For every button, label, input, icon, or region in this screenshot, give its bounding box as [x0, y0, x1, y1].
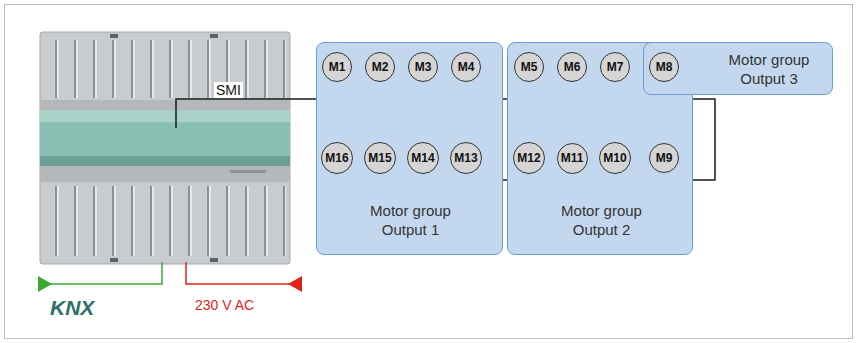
motor-circle: M15 — [364, 142, 396, 174]
motor-circle: M9 — [649, 143, 679, 173]
knx-wire — [48, 262, 162, 284]
motor-circle: M12 — [513, 142, 545, 174]
motor-name: M13 — [454, 151, 477, 165]
motor-circle: M7 — [600, 52, 630, 82]
motor-name: M1 — [329, 60, 346, 74]
motor-name: M8 — [656, 60, 673, 74]
motor-circle: M11 — [557, 143, 588, 174]
motor-name: M9 — [656, 151, 673, 165]
motor-circle: M2 — [365, 52, 395, 82]
motor-name: M10 — [603, 151, 626, 165]
group-label: Motor group Output 3 — [714, 50, 824, 88]
motor-name: M4 — [458, 60, 475, 74]
motor-name: M6 — [564, 60, 581, 74]
motor-name: M11 — [561, 151, 584, 165]
motor-circle: M10 — [599, 142, 631, 174]
motor-name: M5 — [521, 60, 538, 74]
motor-circle: M1 — [322, 52, 352, 82]
group-label: Motor group Output 1 — [357, 201, 464, 239]
device — [40, 32, 290, 264]
motor-circle: M3 — [408, 52, 438, 82]
motor-circle: M4 — [451, 52, 481, 82]
motor-circle: M5 — [514, 52, 544, 82]
knx-logo: KNX — [50, 296, 94, 320]
motor-circle: M13 — [450, 142, 482, 174]
motor-name: M12 — [517, 151, 540, 165]
motor-circle: M14 — [407, 142, 439, 174]
power-terminal — [288, 276, 302, 292]
motor-group: Motor group Output 1 M1 M2 M3 M4M16 M15 M14 M13 — [316, 42, 503, 255]
motor-name: M3 — [415, 60, 432, 74]
power-wire — [186, 262, 290, 284]
bus-name: SMI — [214, 82, 243, 98]
frame — [5, 5, 853, 339]
smi-trunk — [176, 99, 337, 128]
motor-name: M14 — [411, 151, 434, 165]
motor-group: Motor group Output 3 M8 — [643, 42, 833, 95]
group-label: Motor group Output 2 — [548, 201, 655, 239]
motor-name: M7 — [607, 60, 624, 74]
knx-terminal — [38, 276, 52, 292]
motor-circle: M8 — [649, 52, 679, 82]
motor-circle: M6 — [557, 52, 587, 82]
motor-name: M16 — [325, 151, 348, 165]
motor-circle: M16 — [321, 142, 353, 174]
supply-voltage: 230 V AC — [195, 297, 254, 313]
motor-name: M2 — [372, 60, 389, 74]
motor-name: M15 — [368, 151, 391, 165]
